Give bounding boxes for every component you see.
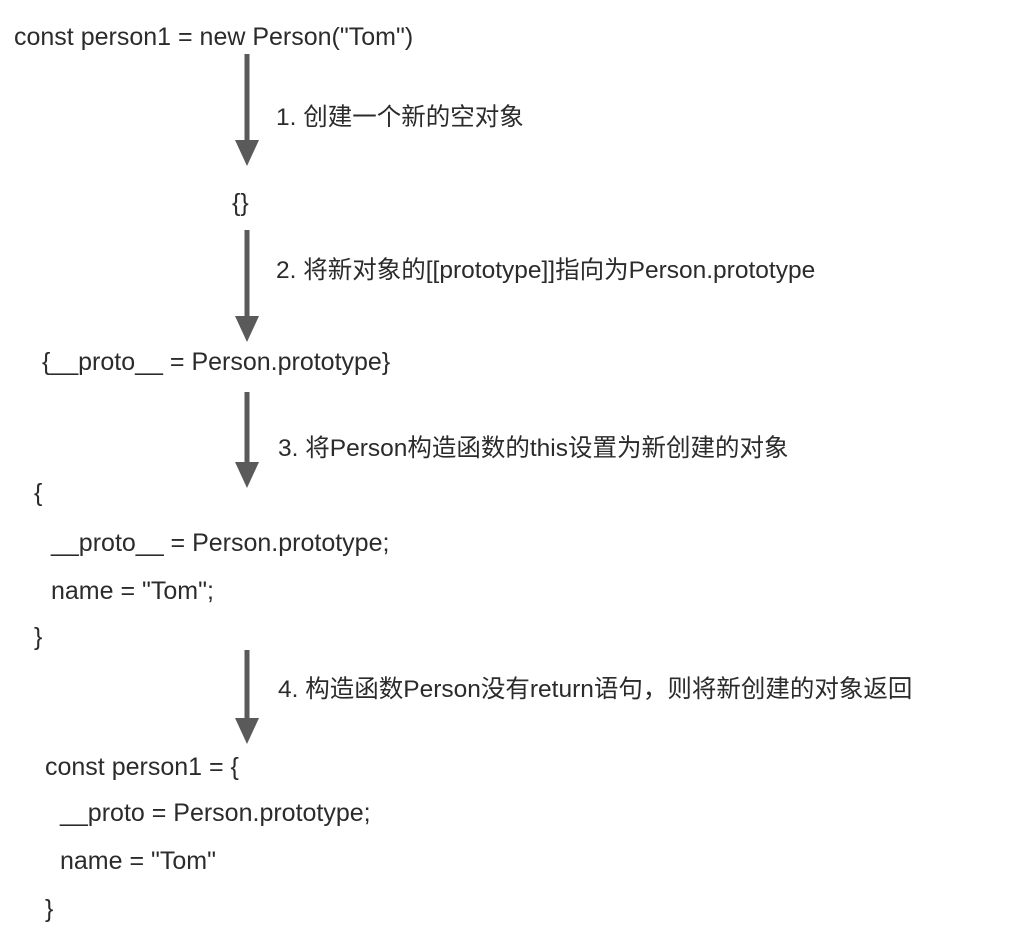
code-line-this-object-open: { [34, 479, 43, 507]
code-line-final-object-close: } [45, 895, 54, 923]
code-line-this-object-name: name = "Tom"; [51, 577, 214, 605]
arrow-down-4 [233, 650, 261, 744]
arrow-down-1 [233, 54, 261, 166]
code-line-empty-object: {} [232, 189, 249, 217]
step-label-4: 4. 构造函数Person没有return语句，则将新创建的对象返回 [278, 676, 913, 703]
code-line-this-object-proto: __proto__ = Person.prototype; [51, 529, 390, 557]
step-label-1: 1. 创建一个新的空对象 [276, 104, 524, 131]
code-line-statement: const person1 = new Person("Tom") [14, 23, 414, 51]
arrow-down-3 [233, 392, 261, 488]
code-line-this-object-close: } [34, 623, 43, 651]
code-line-proto-object: {__proto__ = Person.prototype} [42, 348, 391, 376]
arrow-down-2 [233, 230, 261, 342]
code-line-final-object-name: name = "Tom" [60, 847, 217, 875]
code-line-final-object-proto: __proto = Person.prototype; [60, 799, 371, 827]
step-label-3: 3. 将Person构造函数的this设置为新创建的对象 [278, 435, 789, 462]
code-line-final-object-open: const person1 = { [45, 753, 239, 781]
step-label-2: 2. 将新对象的[[prototype]]指向为Person.prototype [276, 257, 816, 284]
